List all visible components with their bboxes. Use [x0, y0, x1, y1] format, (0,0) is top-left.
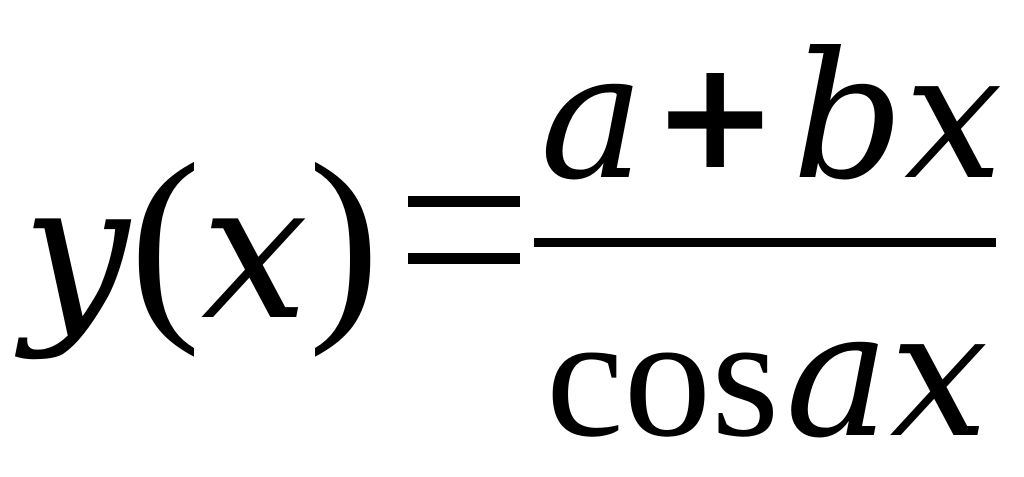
equals-bar-top: [408, 196, 520, 207]
cosine-function: cos: [546, 279, 780, 473]
fraction-denominator: cosax: [546, 288, 998, 464]
formula-lhs: y(x): [22, 131, 380, 347]
fraction-bar: [534, 238, 996, 247]
function-name: y: [22, 141, 130, 362]
open-paren: (: [129, 119, 201, 358]
function-argument: x: [200, 141, 309, 362]
plus-operator: +: [652, 29, 779, 203]
numerator-term-bx: bx: [792, 16, 1003, 219]
close-paren: ): [308, 119, 380, 358]
equals-sign: [408, 196, 520, 266]
equals-bar-bottom: [408, 253, 520, 264]
fraction-numerator: a+bx: [540, 29, 1003, 214]
numerator-term-a: a: [540, 16, 645, 219]
denominator-argument: ax: [785, 274, 989, 477]
